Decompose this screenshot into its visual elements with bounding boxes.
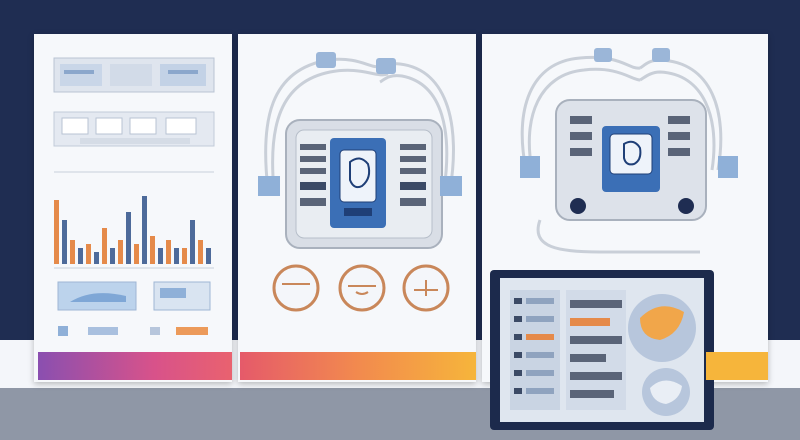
chart-bar [198, 240, 203, 264]
accent-bar [706, 352, 768, 380]
dashboard-footer-tiles [57, 281, 211, 336]
chart-bar [62, 220, 67, 264]
accent-bar [240, 352, 476, 380]
chart-bar [110, 248, 115, 264]
cable-connector [376, 58, 396, 74]
chart-bar [166, 240, 171, 264]
chart-bar [150, 236, 155, 264]
chart-bar [142, 196, 147, 264]
chart-bar [54, 200, 59, 264]
chart-bar [126, 212, 131, 264]
chart-bar [70, 240, 75, 264]
cable-connector [316, 52, 336, 68]
monitor-settings-list [510, 290, 626, 410]
ear-icon [349, 157, 371, 189]
bar-chart [54, 196, 211, 264]
device-cables [520, 55, 723, 254]
ear-icon [623, 140, 642, 166]
face-icons [272, 264, 450, 312]
chart-bar [206, 248, 211, 264]
device-body [555, 99, 707, 221]
chart-bar [102, 228, 107, 264]
chart-bar [78, 248, 83, 264]
chart-bar [174, 248, 179, 264]
monitor-profile-views [628, 294, 696, 416]
chart-bar [182, 248, 187, 264]
chart-bar [134, 244, 139, 264]
chart-bar [86, 244, 91, 264]
chart-bar [94, 252, 99, 264]
side-connectors [258, 176, 462, 196]
chart-bar [190, 220, 195, 264]
cable-connector [652, 48, 670, 62]
accent-bar [38, 352, 232, 380]
chart-bar [118, 240, 123, 264]
side-connectors [520, 156, 738, 178]
cable-connector [594, 48, 612, 62]
chart-bar [158, 248, 163, 264]
dashboard-header-tiles [53, 57, 215, 147]
device-body [285, 119, 443, 249]
